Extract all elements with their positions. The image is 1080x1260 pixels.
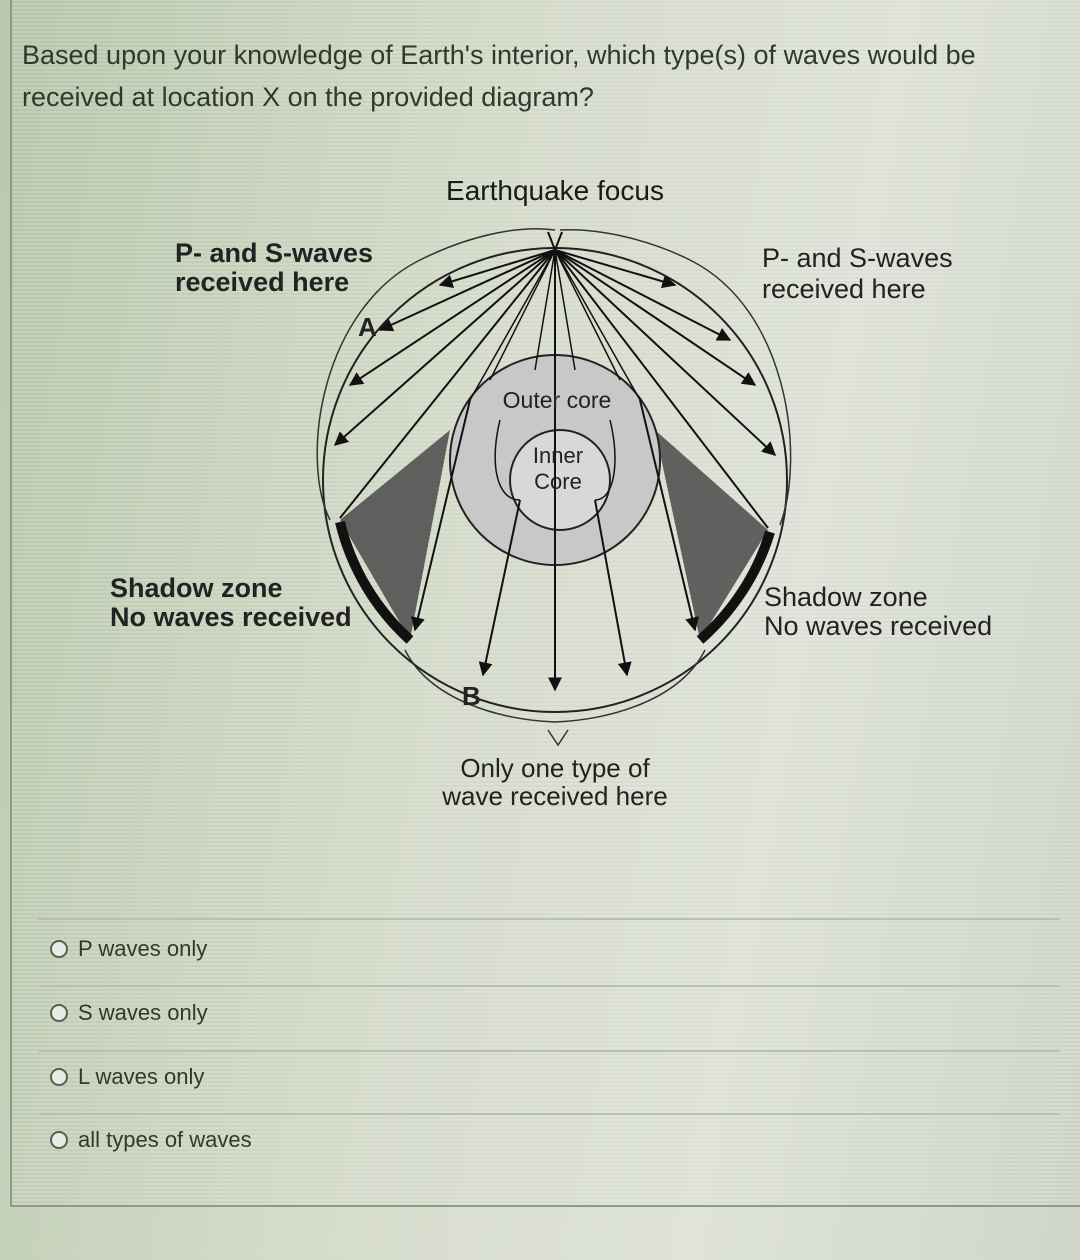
right-shadow-line1: Shadow zone — [764, 582, 928, 612]
focus-label: Earthquake focus — [446, 175, 664, 206]
left-received-line1: P- and S-waves — [175, 238, 373, 268]
core-ray — [594, 419, 616, 501]
option-label: L waves only — [78, 1064, 205, 1089]
question-panel — [10, 0, 1080, 1207]
ray — [333, 249, 556, 446]
left-shadow-line1: Shadow zone — [110, 573, 283, 603]
left-shadow-arc — [335, 520, 414, 644]
ray — [554, 249, 777, 456]
inner-core-line1: Inner — [533, 443, 583, 468]
options-divider — [38, 1050, 1060, 1052]
options-divider — [38, 1113, 1060, 1115]
option-l-waves[interactable]: L waves only — [50, 1064, 204, 1090]
ray — [554, 249, 757, 386]
ray — [554, 249, 621, 381]
option-s-waves[interactable]: S waves only — [50, 1000, 208, 1026]
option-all-waves[interactable]: all types of waves — [50, 1127, 252, 1153]
bottom-label-tick — [547, 729, 569, 747]
options-divider — [38, 985, 1060, 987]
ray — [594, 499, 632, 677]
right-received-line1: P- and S-waves — [762, 243, 953, 273]
right-shadow-arc — [696, 530, 775, 644]
radio-button[interactable] — [50, 1068, 68, 1086]
right-bracket — [559, 229, 792, 526]
marker-a: A — [358, 312, 377, 342]
ray — [469, 249, 556, 401]
ray — [478, 499, 521, 677]
ray — [438, 249, 556, 289]
ray — [378, 249, 556, 332]
focus-marker — [547, 231, 563, 253]
marker-b: B — [462, 681, 481, 711]
radio-button[interactable] — [50, 1131, 68, 1149]
ray — [554, 249, 641, 401]
option-label: S waves only — [78, 1000, 208, 1025]
earth-interior-diagram: Earthquake focus P- and S-waves received… — [110, 175, 992, 811]
inner-core — [509, 429, 611, 531]
right-shadow-line2: No waves received — [764, 611, 992, 641]
ray — [411, 399, 471, 632]
ray — [554, 249, 677, 289]
ray — [339, 249, 556, 519]
left-received-line2: received here — [175, 267, 349, 297]
bottom-bracket — [404, 649, 706, 723]
ray — [489, 249, 556, 381]
options-divider — [38, 918, 1060, 920]
option-p-waves[interactable]: P waves only — [50, 936, 207, 962]
outer-core-label: Outer core — [503, 387, 612, 413]
bottom-label-line1: Only one type of — [460, 753, 650, 783]
ray — [554, 249, 769, 529]
left-bracket — [316, 228, 556, 521]
ray — [534, 249, 556, 371]
bottom-label-line2: wave received here — [441, 781, 667, 811]
radio-button[interactable] — [50, 940, 68, 958]
inner-core-line2: Core — [534, 469, 582, 494]
option-label: all types of waves — [78, 1127, 252, 1152]
radio-button[interactable] — [50, 1004, 68, 1022]
ray — [554, 249, 732, 341]
ray — [639, 399, 699, 632]
option-label: P waves only — [78, 936, 208, 961]
ray — [554, 249, 576, 371]
left-shadow-line2: No waves received — [110, 602, 352, 632]
question-text: Based upon your knowledge of Earth's int… — [22, 40, 976, 112]
right-shadow-zone — [655, 430, 768, 640]
right-received-line2: received here — [762, 274, 926, 304]
left-shadow-zone — [340, 430, 450, 640]
ray — [348, 249, 556, 386]
core-ray — [494, 419, 521, 501]
